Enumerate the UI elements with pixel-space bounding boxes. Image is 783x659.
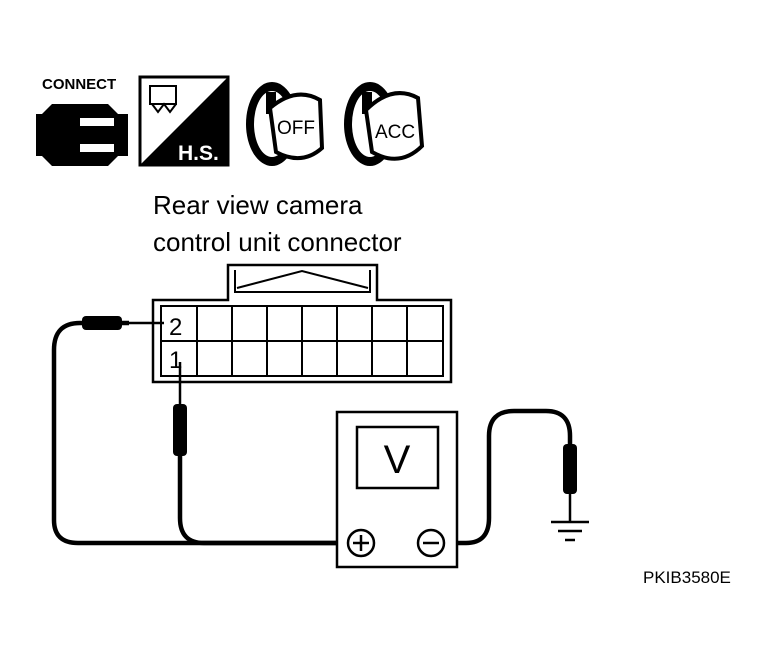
connector-title-line1: Rear view camera bbox=[153, 190, 363, 220]
harness-support-icon: H.S. bbox=[138, 75, 230, 167]
ignition-off-icon: OFF bbox=[246, 82, 325, 166]
pin-2-label: 2 bbox=[169, 314, 182, 341]
probe-lead-pin-1 bbox=[173, 362, 346, 546]
connector-body bbox=[151, 263, 453, 384]
off-label: OFF bbox=[277, 118, 315, 139]
ignition-acc-icon: ACC bbox=[344, 82, 425, 166]
negative-terminal-icon bbox=[416, 528, 446, 558]
probe-lead-ground bbox=[446, 408, 577, 546]
ground-symbol bbox=[551, 520, 589, 542]
hs-label: H.S. bbox=[178, 142, 219, 165]
voltmeter-unit: V bbox=[384, 438, 411, 482]
acc-label: ACC bbox=[375, 122, 415, 143]
connect-label: CONNECT bbox=[42, 76, 116, 93]
voltmeter-display bbox=[355, 425, 440, 490]
probe-lead-pin-2 bbox=[51, 316, 346, 546]
figure-code: PKIB3580E bbox=[643, 568, 731, 587]
positive-terminal-icon bbox=[346, 528, 376, 558]
voltmeter: V bbox=[335, 410, 459, 569]
connect-icon: CONNECT bbox=[36, 76, 128, 166]
connector-title-line2: control unit connector bbox=[153, 227, 402, 257]
